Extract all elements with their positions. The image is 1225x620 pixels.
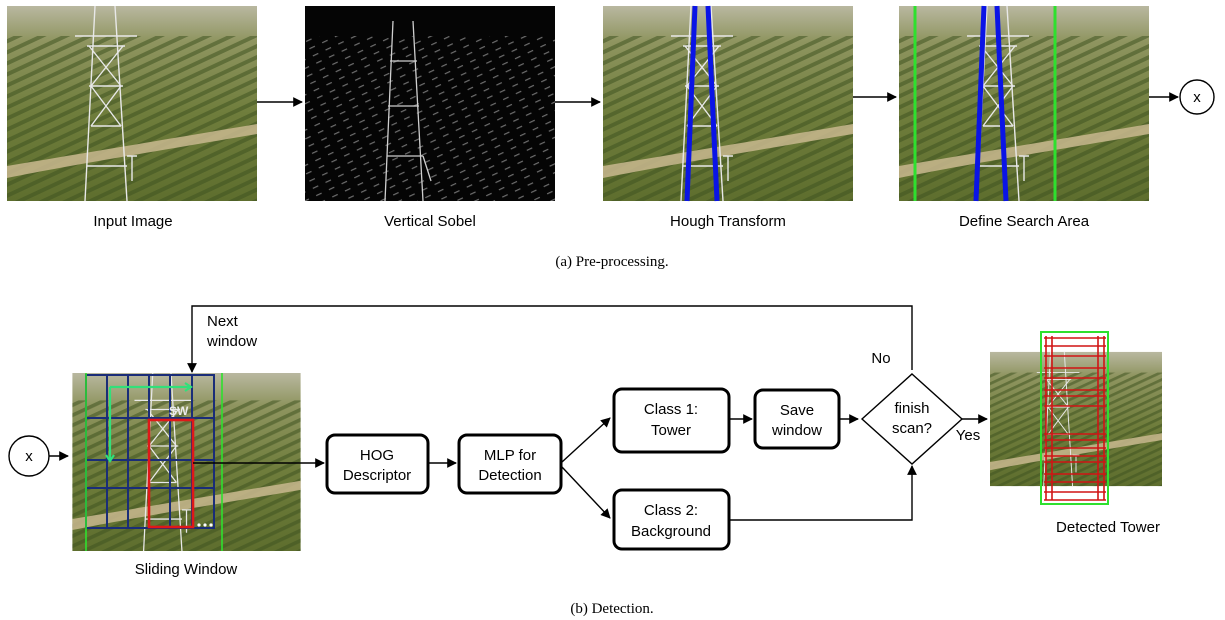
save-window-box (753, 388, 841, 450)
search-area-bounds (913, 6, 1057, 201)
arrow-mlp-to-class1 (561, 417, 611, 463)
current-window (147, 418, 195, 529)
class1-label-line1: Class 1: (644, 401, 698, 418)
sw-tag: SW (169, 404, 189, 418)
save-label-line2: window (771, 422, 822, 439)
connector-x-out-label: x (1193, 89, 1201, 106)
hough-lines (684, 5, 720, 202)
decision-label-line2: scan? (892, 420, 932, 437)
connector-x-out (1179, 79, 1215, 115)
yes-label: Yes (956, 427, 980, 444)
no-label: No (871, 350, 890, 367)
arrow-class2-to-decision (729, 465, 917, 521)
connector-x-in-label: x (25, 448, 33, 465)
loop-next-window (187, 305, 913, 373)
next-window-label-line2: window (206, 333, 257, 350)
search-area-label: Define Search Area (959, 213, 1090, 230)
detected-tower-label: Detected Tower (1056, 519, 1160, 536)
image-hough-transform (603, 5, 853, 202)
class1-tower-box (612, 387, 731, 454)
decision-label-line1: finish (894, 400, 929, 417)
image-input (7, 6, 257, 201)
caption-preprocessing: (a) Pre-processing. (555, 254, 668, 270)
detected-boxes (1044, 336, 1106, 501)
image-sliding-window: SW (71, 373, 302, 551)
image-detected-tower (990, 331, 1162, 505)
class2-background-box (612, 488, 731, 551)
sliding-search-bounds (85, 373, 223, 551)
mlp-detection-box (457, 433, 563, 495)
class2-label-line2: Background (631, 523, 711, 540)
class2-label-line1: Class 2: (644, 502, 698, 519)
vertical-sobel-label: Vertical Sobel (384, 213, 476, 230)
image-vertical-sobel (305, 6, 555, 201)
finish-scan-decision (860, 373, 964, 465)
input-image-label: Input Image (93, 213, 172, 230)
hog-label-line2: Descriptor (343, 467, 411, 484)
mlp-label-line1: MLP for (484, 447, 536, 464)
sliding-window-label: Sliding Window (135, 561, 238, 578)
image-search-area (899, 5, 1149, 202)
mlp-label-line2: Detection (478, 467, 541, 484)
hough-lines-search (973, 5, 1009, 202)
caption-detection: (b) Detection. (570, 601, 653, 617)
hog-descriptor-box (325, 433, 430, 495)
class1-label-line2: Tower (651, 422, 691, 439)
hog-label-line1: HOG (360, 447, 394, 464)
next-window-label-line1: Next (207, 313, 239, 330)
save-label-line1: Save (780, 402, 814, 419)
detected-search-area (1040, 331, 1109, 505)
hough-transform-label: Hough Transform (670, 213, 786, 230)
scan-direction-arrows (105, 382, 193, 463)
arrow-mlp-to-class2 (561, 466, 611, 519)
